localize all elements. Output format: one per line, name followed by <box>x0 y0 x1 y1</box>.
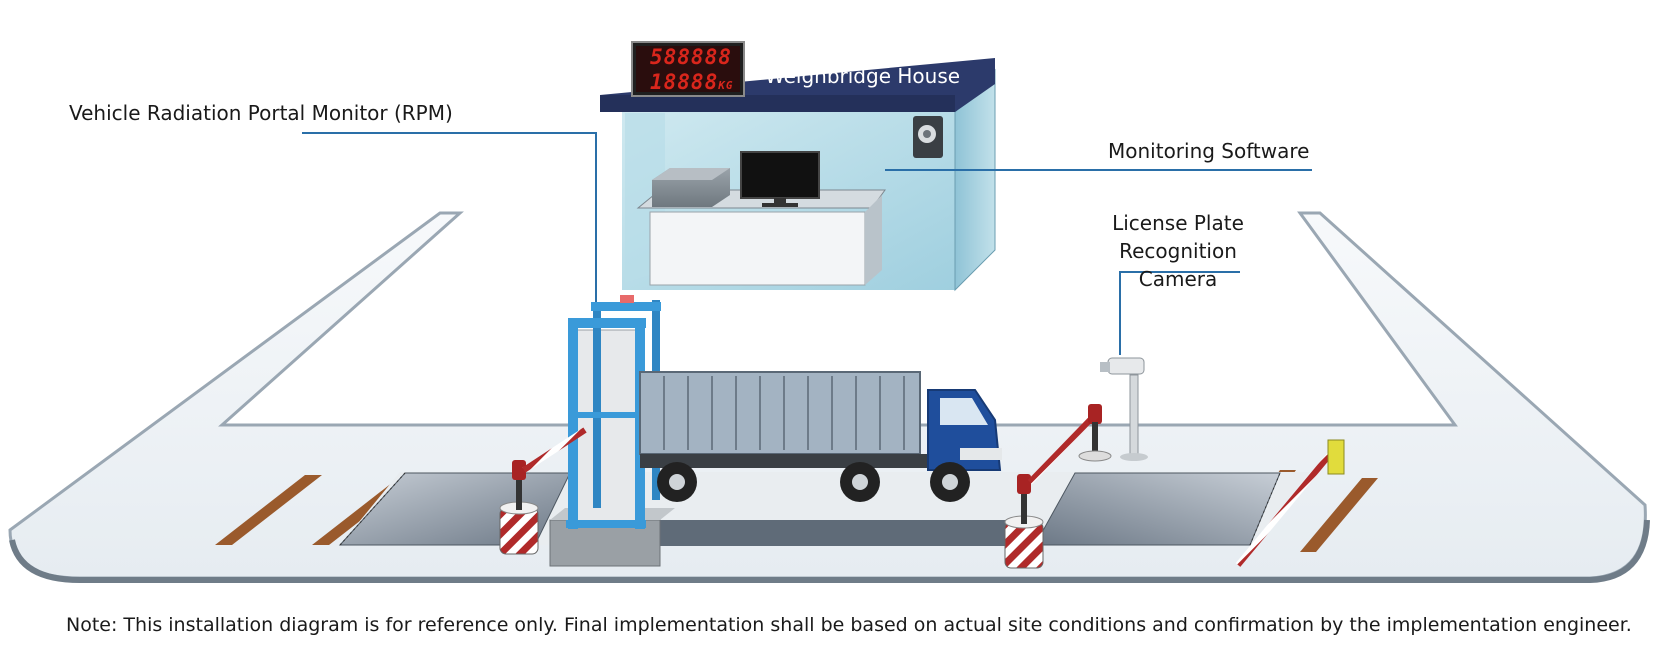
barrier-gate-exit <box>1004 404 1345 569</box>
display-weight-unit: KG <box>718 79 734 92</box>
label-monitoring-software: Monitoring Software <box>1108 139 1310 163</box>
label-camera-line1: License Plate <box>1112 211 1244 235</box>
leader-line-camera <box>1119 271 1240 355</box>
led-weight-display <box>631 41 745 97</box>
barrier-gate-entry <box>499 427 587 555</box>
leader-lines <box>302 132 1312 355</box>
display-weight-value: 18888 <box>650 70 719 94</box>
leader-line-rpm <box>302 132 597 302</box>
license-plate-camera <box>1100 357 1148 461</box>
reference-note: Note: This installation diagram is for r… <box>66 614 1632 636</box>
weighbridge-house <box>600 58 996 292</box>
label-weighbridge-house: Weighbridge House <box>765 64 961 88</box>
label-radiation-portal-monitor: Vehicle Radiation Portal Monitor (RPM) <box>69 101 453 125</box>
label-license-plate-camera: License Plate Recognition Camera <box>1078 209 1278 293</box>
display-weight-line1: 588888 <box>650 45 732 69</box>
weighing-platform <box>338 472 1310 546</box>
label-camera-line2: Recognition Camera <box>1119 239 1237 291</box>
truck <box>639 371 1002 502</box>
display-weight-line2: 18888KG <box>650 70 733 94</box>
